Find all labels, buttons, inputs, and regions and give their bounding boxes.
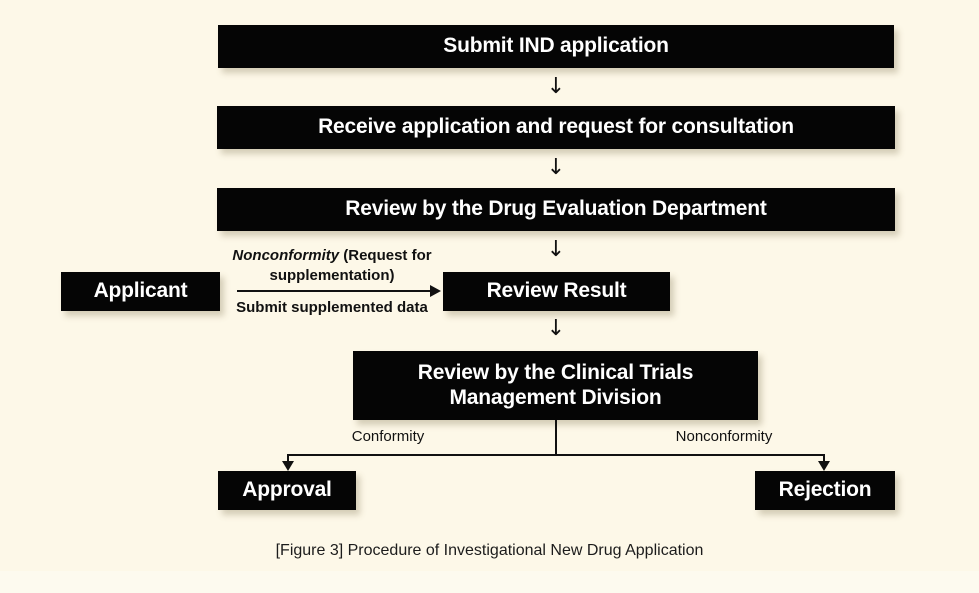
node-approval: Approval xyxy=(218,471,356,510)
arrow-down-icon-4: ↓ xyxy=(546,316,566,341)
bottom-band xyxy=(0,571,979,593)
arrow-down-icon-nonconformity xyxy=(818,461,830,471)
arrow-down-icon-1: ↓ xyxy=(546,74,566,99)
arrow-down-icon-2: ↓ xyxy=(546,155,566,180)
label-nonconformity-rest: (Request for supplementation) xyxy=(269,247,432,284)
label-conformity: Conformity xyxy=(351,428,425,445)
arrow-down-icon-conformity xyxy=(282,461,294,471)
label-submit-supplemented-data: Submit supplemented data xyxy=(236,299,428,316)
label-nonconformity-branch: Nonconformity xyxy=(675,428,773,445)
arrow-right-line-applicant xyxy=(237,290,432,292)
branch-stem xyxy=(555,420,557,456)
node-applicant: Applicant xyxy=(61,272,220,311)
node-submit-ind-application: Submit IND application xyxy=(218,25,894,68)
label-nonconformity-request: Nonconformity (Request for supplementati… xyxy=(232,246,432,286)
branch-drop-left xyxy=(287,454,289,463)
node-review-drug-evaluation-department: Review by the Drug Evaluation Department xyxy=(217,188,895,231)
node-review-result: Review Result xyxy=(443,272,670,311)
figure-caption: [Figure 3] Procedure of Investigational … xyxy=(275,542,704,559)
branch-bar xyxy=(287,454,825,456)
label-nonconformity-emphasis: Nonconformity xyxy=(232,247,340,264)
arrow-down-icon-3: ↓ xyxy=(546,237,566,262)
node-review-clinical-trials-management-division: Review by the Clinical Trials Management… xyxy=(353,351,758,420)
node-receive-application: Receive application and request for cons… xyxy=(217,106,895,149)
node-rejection: Rejection xyxy=(755,471,895,510)
branch-drop-right xyxy=(823,454,825,463)
arrow-right-icon-applicant xyxy=(430,285,441,297)
